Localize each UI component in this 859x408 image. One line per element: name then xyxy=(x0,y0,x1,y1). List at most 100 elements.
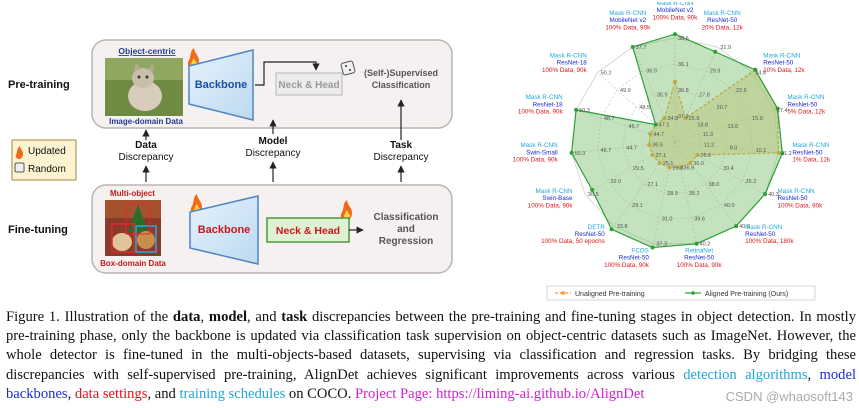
radar-tick-label: 26.8 xyxy=(673,165,684,171)
radar-tick-label: 11.3 xyxy=(703,132,713,138)
radar-axis-label-model: Mask R-CNN xyxy=(656,2,694,7)
radar-tick-label: 11.2 xyxy=(781,151,791,157)
radar-series-point xyxy=(667,165,672,170)
radar-series-point xyxy=(734,224,739,229)
radar-tick-label: 36.0 xyxy=(693,161,704,167)
model-disc-line1: Model xyxy=(259,136,288,147)
self-supervised-line1: (Self-)Supervised xyxy=(364,68,438,78)
radar-tick-label: 38.2 xyxy=(689,191,700,197)
radar-tick-label: 49.9 xyxy=(620,88,631,94)
radar-axis-label-data: 100% Data, 180k xyxy=(745,238,794,245)
task-disc-line1: Task xyxy=(390,140,412,151)
radar-tick-label: 35.9 xyxy=(657,92,668,98)
dice-icon xyxy=(340,60,356,76)
radar-tick-label: 17.4 xyxy=(777,108,788,114)
radar-series-point xyxy=(650,153,655,157)
radar-axis-label-backbone: ResNet-50 xyxy=(575,231,606,238)
radar-series-point xyxy=(648,131,653,136)
radar-tick-label: 50.2 xyxy=(601,70,612,76)
caption-sep: , and xyxy=(147,385,180,402)
radar-axis-label-data: 20% Data, 12k xyxy=(702,24,744,31)
caption-model: model xyxy=(208,309,248,325)
data-disc-line1: Data xyxy=(135,140,157,151)
radar-axis-label-model: Mask R-CNN xyxy=(792,142,830,149)
radar-tick-label: 18.8 xyxy=(697,123,708,129)
radar-tick-label: 9.0 xyxy=(730,145,738,151)
radar-axis-label-backbone: ResNet-50 xyxy=(787,101,818,108)
radar-axis-label-data: 100% Data, 90k xyxy=(653,14,699,21)
radar-tick-label: 15.8 xyxy=(752,116,763,122)
radar-axis-label-backbone: Swin-Base xyxy=(542,195,573,202)
radar-axis-label-model: Mask R-CNN xyxy=(745,224,783,231)
radar-axis-line xyxy=(653,141,676,244)
caption-data-settings: data settings xyxy=(74,385,148,402)
radar-axis-label-backbone: ResNet-50 xyxy=(745,231,776,238)
radar-tick-label: 44.7 xyxy=(653,132,664,138)
radar-series-point xyxy=(657,161,662,166)
caption-text: on COCO. xyxy=(285,385,356,402)
radar-tick-label: 33.8 xyxy=(617,224,628,230)
radar-legend-box xyxy=(546,285,816,301)
radar-axis-label-data: 100% Data, 50 epochs xyxy=(541,238,605,245)
legend-updated: Updated xyxy=(28,146,66,157)
radar-axis-label-model: Mask R-CNN xyxy=(763,52,801,59)
multi-object-image xyxy=(105,200,161,256)
radar-axis-label-backbone: ResNet-50 xyxy=(763,60,794,67)
radar-axis-line xyxy=(632,46,676,143)
radar-tick-label: 25.9 xyxy=(689,116,700,122)
radar-tick-label: 39.6 xyxy=(694,216,705,222)
radar-axis-label-backbone: ResNet-50 xyxy=(684,255,715,262)
caption-training-schedules: training schedules xyxy=(179,385,286,402)
backbone-label-pre: Backbone xyxy=(195,79,248,91)
icon-legend xyxy=(11,139,77,181)
radar-tick-label: 27.1 xyxy=(655,153,666,159)
radar-tick-label: 50.3 xyxy=(579,108,590,114)
radar-tick-label: 27.8 xyxy=(699,92,710,98)
radar-series-point xyxy=(688,161,693,166)
radar-tick-label: 50.3 xyxy=(575,151,586,157)
radar-tick-label: 24.5 xyxy=(755,70,766,76)
project-page-link[interactable]: Project Page: https://liming-ai.github.i… xyxy=(355,385,645,402)
radar-axis-label-data: 1% Data, 12k xyxy=(792,157,831,164)
dice-icon xyxy=(14,162,25,173)
radar-tick-label: 36.8 xyxy=(678,88,689,94)
radar-axis-label-data: 10% Data, 12k xyxy=(763,67,805,74)
radar-tick-label: 36.9 xyxy=(646,69,657,75)
discrepancy-diagram: Pre-training Object-centric Image-domain… xyxy=(8,39,453,274)
radar-tick-label: 20.7 xyxy=(717,105,728,111)
radar-axis-label-data: 100% Data, 90k xyxy=(513,157,559,164)
multi-object-label: Multi-object xyxy=(110,189,155,198)
watermark: CSDN @whaosoft143 xyxy=(725,389,853,404)
radar-tick-label: 37.7 xyxy=(636,45,647,51)
radar-axis-label-backbone: ResNet-18 xyxy=(557,60,588,67)
radar-tick-label: 28.9 xyxy=(667,191,678,197)
backbone-label-fine: Backbone xyxy=(198,224,251,236)
classification-line3: Regression xyxy=(379,236,433,247)
radar-chart: 37.236.836.138.625.927.829.931.918.820.7… xyxy=(513,2,831,301)
radar-axis-label-model: Mask R-CNN xyxy=(609,10,647,17)
caption-model-backbones: model backbones xyxy=(6,366,856,402)
radar-legend-label: Aligned Pre-training (Ours) xyxy=(705,291,788,298)
radar-axis-label-backbone: MobileNet v2 xyxy=(609,17,646,24)
radar-series-point xyxy=(694,241,699,246)
backbone-trapezoid-pre xyxy=(188,49,254,121)
neck-head-box-fine xyxy=(266,217,350,243)
radar-axis-label-data: 100% Data, 90k xyxy=(605,24,651,31)
radar-axis-line xyxy=(674,109,775,143)
radar-tick-label: 11.2 xyxy=(704,143,714,149)
radar-tick-label: 22.6 xyxy=(736,88,747,94)
radar-series-point xyxy=(695,153,700,157)
radar-axis-label-data: 100% Data, 90k xyxy=(542,67,588,74)
radar-tick-label: 40.3 xyxy=(768,192,779,198)
classification-line2: and xyxy=(397,224,415,235)
radar-tick-label: 31.9 xyxy=(720,45,731,51)
radar-tick-label: 29.9 xyxy=(710,69,721,75)
radar-tick-label: 36.5 xyxy=(652,143,663,149)
radar-series-point xyxy=(775,106,780,111)
radar-tick-label: 46.7 xyxy=(629,124,640,130)
caption-task: task xyxy=(281,309,308,325)
data-disc-line2: Discrepancy xyxy=(118,152,173,163)
caption-sep: , xyxy=(67,385,75,402)
radar-axis-label-model: RetinaNet xyxy=(685,247,713,254)
